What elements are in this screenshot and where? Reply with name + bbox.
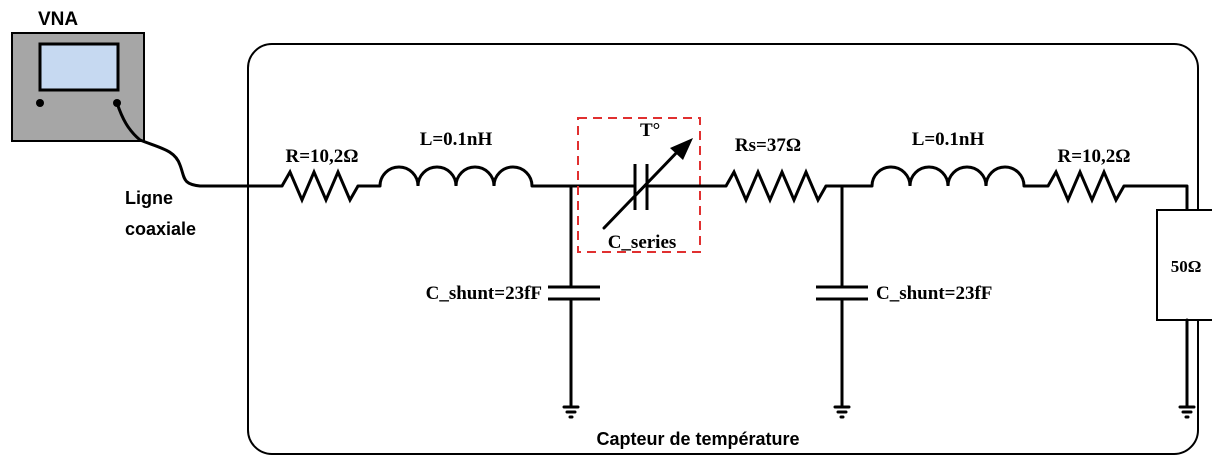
load-resistor	[1156, 209, 1212, 321]
sensor-title: Capteur de température	[596, 429, 799, 449]
resistor-r2	[1046, 168, 1126, 204]
resistor-rs	[724, 168, 828, 204]
label-l1: L=0.1nH	[420, 129, 493, 150]
label-r2: R=10,2Ω	[1057, 146, 1130, 167]
ground-symbol-2	[833, 405, 851, 419]
inductor-l1	[378, 165, 534, 187]
vna-screen	[38, 42, 120, 92]
vna-port-1	[36, 99, 44, 107]
coaxial-cable	[115, 101, 284, 188]
sensor-enclosure	[247, 43, 1199, 455]
vna-instrument	[11, 32, 145, 142]
label-rs: Rs=37Ω	[735, 135, 801, 156]
label-r1: R=10,2Ω	[285, 146, 358, 167]
cable-label-line2: coaxiale	[125, 219, 196, 239]
label-c-shunt1: C_shunt=23fF	[426, 283, 542, 304]
ground-symbol-1	[562, 405, 580, 419]
label-c-shunt2: C_shunt=23fF	[876, 283, 992, 304]
variable-arrow-line	[602, 145, 684, 230]
label-c-series: C_series	[608, 232, 677, 253]
variable-arrow-head	[670, 138, 693, 160]
label-temp: T°	[640, 120, 660, 141]
inductor-l2	[870, 165, 1026, 187]
vna-title: VNA	[38, 9, 78, 30]
cable-label-line1: Ligne	[125, 188, 173, 208]
ground-symbol-3	[1178, 405, 1196, 419]
wire-r2-load	[1122, 184, 1189, 212]
resistor-r1	[280, 168, 360, 204]
label-l2: L=0.1nH	[912, 129, 985, 150]
label-load: 50Ω	[1171, 257, 1202, 276]
